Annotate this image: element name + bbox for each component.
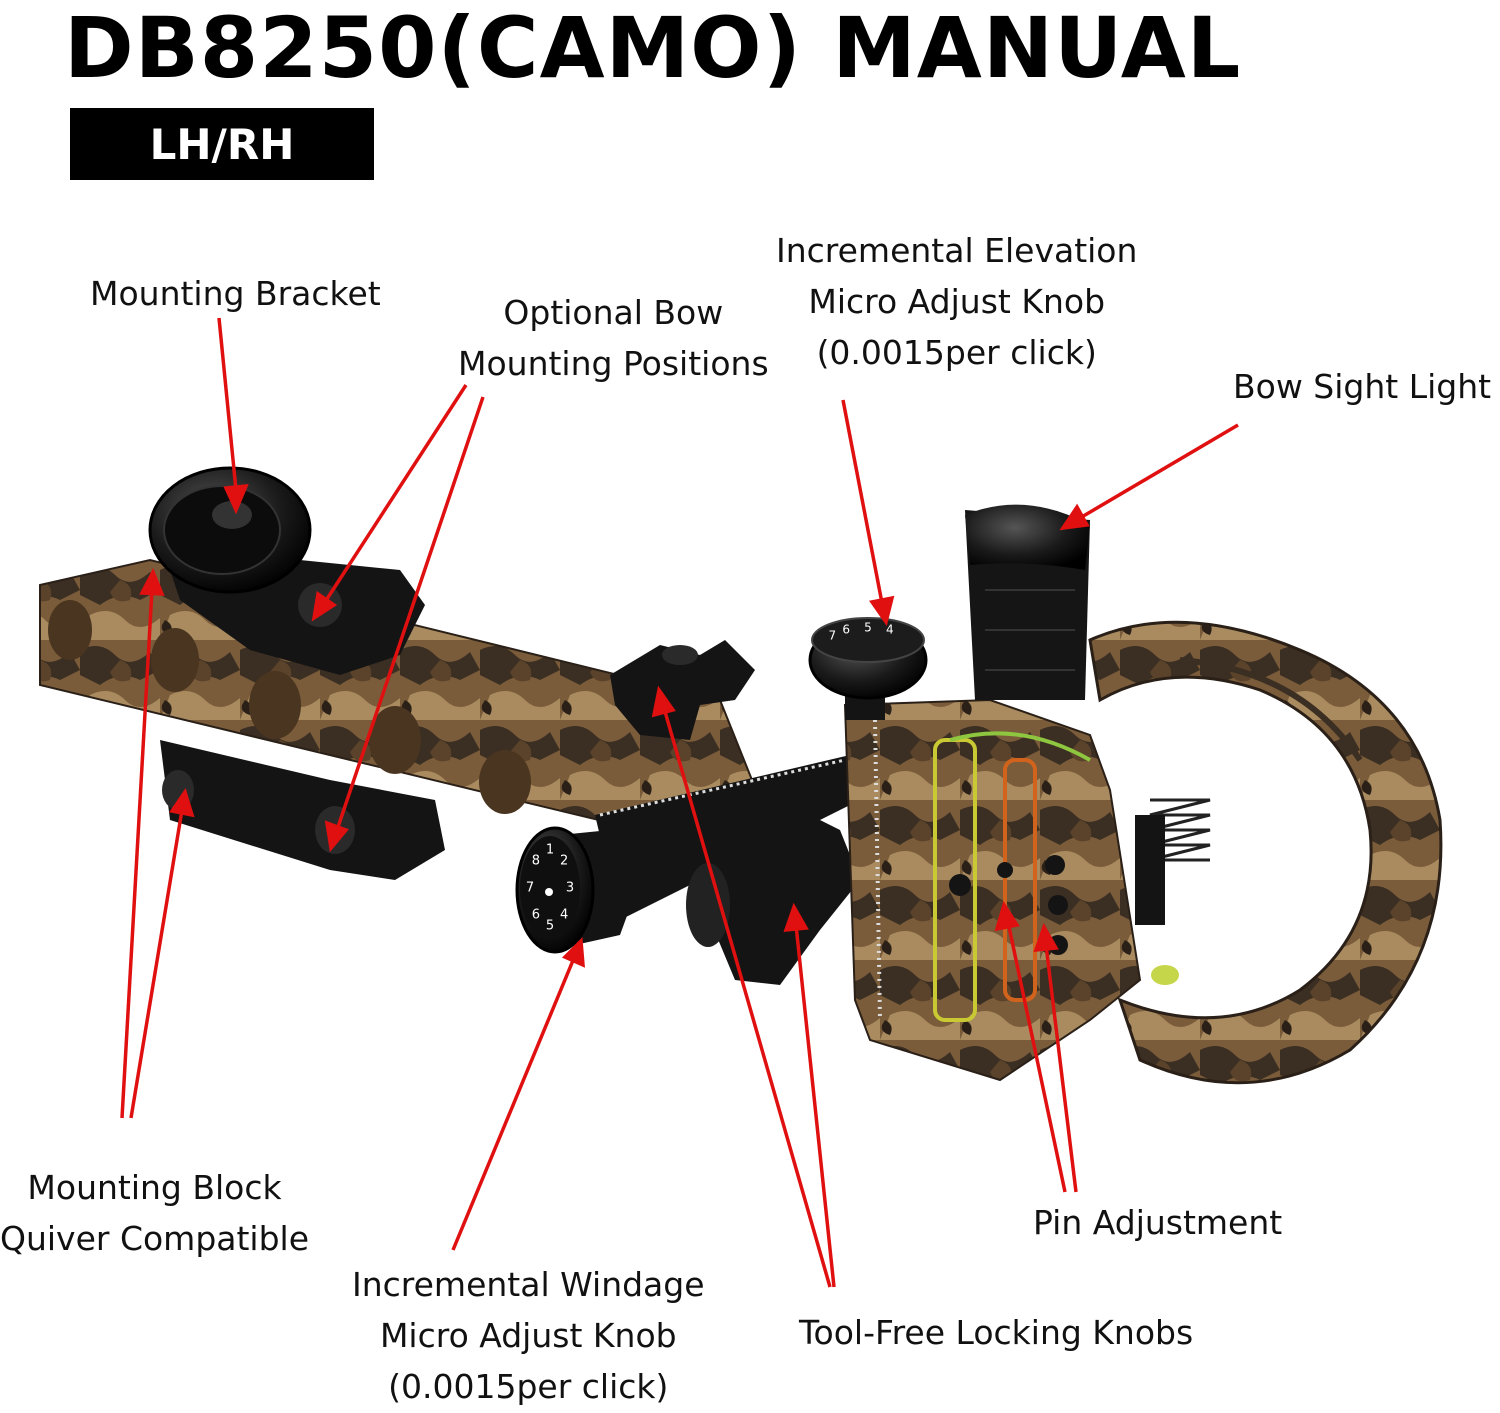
elevation-dial-number: 7 xyxy=(828,628,836,642)
label-line: Quiver Compatible xyxy=(0,1219,310,1258)
windage-dial-number: 5 xyxy=(546,919,554,934)
label-line: Mounting Block xyxy=(27,1168,282,1207)
label-locking-knobs: Tool-Free Locking Knobs xyxy=(799,1307,1193,1358)
elevation-knob xyxy=(808,617,928,720)
arrow-locking-knobs-2 xyxy=(783,902,836,1288)
sight-ring xyxy=(1088,620,1443,1085)
locking-knob-lower xyxy=(686,800,860,985)
pin-housing xyxy=(843,698,1142,1082)
sight-light xyxy=(965,504,1090,700)
arrow-elevation xyxy=(841,399,895,627)
label-text: Pin Adjustment xyxy=(1033,1203,1283,1242)
label-pin-adjustment: Pin Adjustment xyxy=(1033,1197,1282,1248)
label-sight-light: Bow Sight Light xyxy=(1233,361,1491,412)
page-title: DB8250(CAMO) MANUAL xyxy=(64,0,1242,97)
windage-dial-number: 3 xyxy=(566,881,574,896)
label-elevation-knob: Incremental Elevation Micro Adjust Knob … xyxy=(776,225,1137,378)
label-line: Incremental Elevation xyxy=(776,231,1138,270)
label-line: Mounting Positions xyxy=(458,344,769,383)
label-text: Bow Sight Light xyxy=(1233,367,1492,406)
mounting-bracket xyxy=(148,466,425,675)
arrow-optional-bow-2 xyxy=(324,396,485,853)
label-line: (0.0015per click) xyxy=(388,1367,669,1406)
arrow-mounting-bracket xyxy=(217,317,249,515)
windage-dial-number: 6 xyxy=(532,907,540,922)
windage-dial-number: 4 xyxy=(560,907,568,922)
arrow-pin-adjustment-1 xyxy=(994,900,1067,1193)
label-text: Tool-Free Locking Knobs xyxy=(799,1313,1194,1352)
label-line: (0.0015per click) xyxy=(816,333,1097,372)
hand-badge: LH/RH xyxy=(70,108,374,180)
label-line: Micro Adjust Knob xyxy=(808,282,1106,321)
windage-knob xyxy=(515,826,640,954)
windage-dial-number: 7 xyxy=(526,881,534,896)
elevation-dial-number: 4 xyxy=(886,623,894,637)
arrow-pin-adjustment-2 xyxy=(1033,922,1078,1193)
arrow-mounting-block-1 xyxy=(120,567,165,1119)
elevation-dial-number: 6 xyxy=(842,623,850,637)
label-line: Optional Bow xyxy=(503,293,724,332)
arrow-optional-bow-1 xyxy=(311,384,468,622)
label-mounting-bracket: Mounting Bracket xyxy=(90,268,381,319)
pin-spring xyxy=(1135,798,1211,985)
arrow-locking-knobs-1 xyxy=(651,685,832,1288)
arrow-windage xyxy=(451,937,585,1251)
arrow-mounting-block-2 xyxy=(129,788,195,1119)
label-line: Micro Adjust Knob xyxy=(379,1316,677,1355)
windage-dial-number: 2 xyxy=(560,854,568,869)
label-mounting-block: Mounting Block Quiver Compatible xyxy=(0,1162,309,1264)
elevation-dial-number: 5 xyxy=(864,621,872,635)
label-text: Mounting Bracket xyxy=(90,274,381,313)
locking-knob-upper xyxy=(610,640,755,740)
windage-dial-number: 1 xyxy=(546,843,554,858)
windage-dial-number: 8 xyxy=(532,854,540,869)
label-optional-bow: Optional Bow Mounting Positions xyxy=(458,287,769,389)
label-line: Incremental Windage xyxy=(352,1265,705,1304)
arrow-sight-light xyxy=(1059,423,1239,531)
label-windage-knob: Incremental Windage Micro Adjust Knob (0… xyxy=(352,1259,705,1412)
